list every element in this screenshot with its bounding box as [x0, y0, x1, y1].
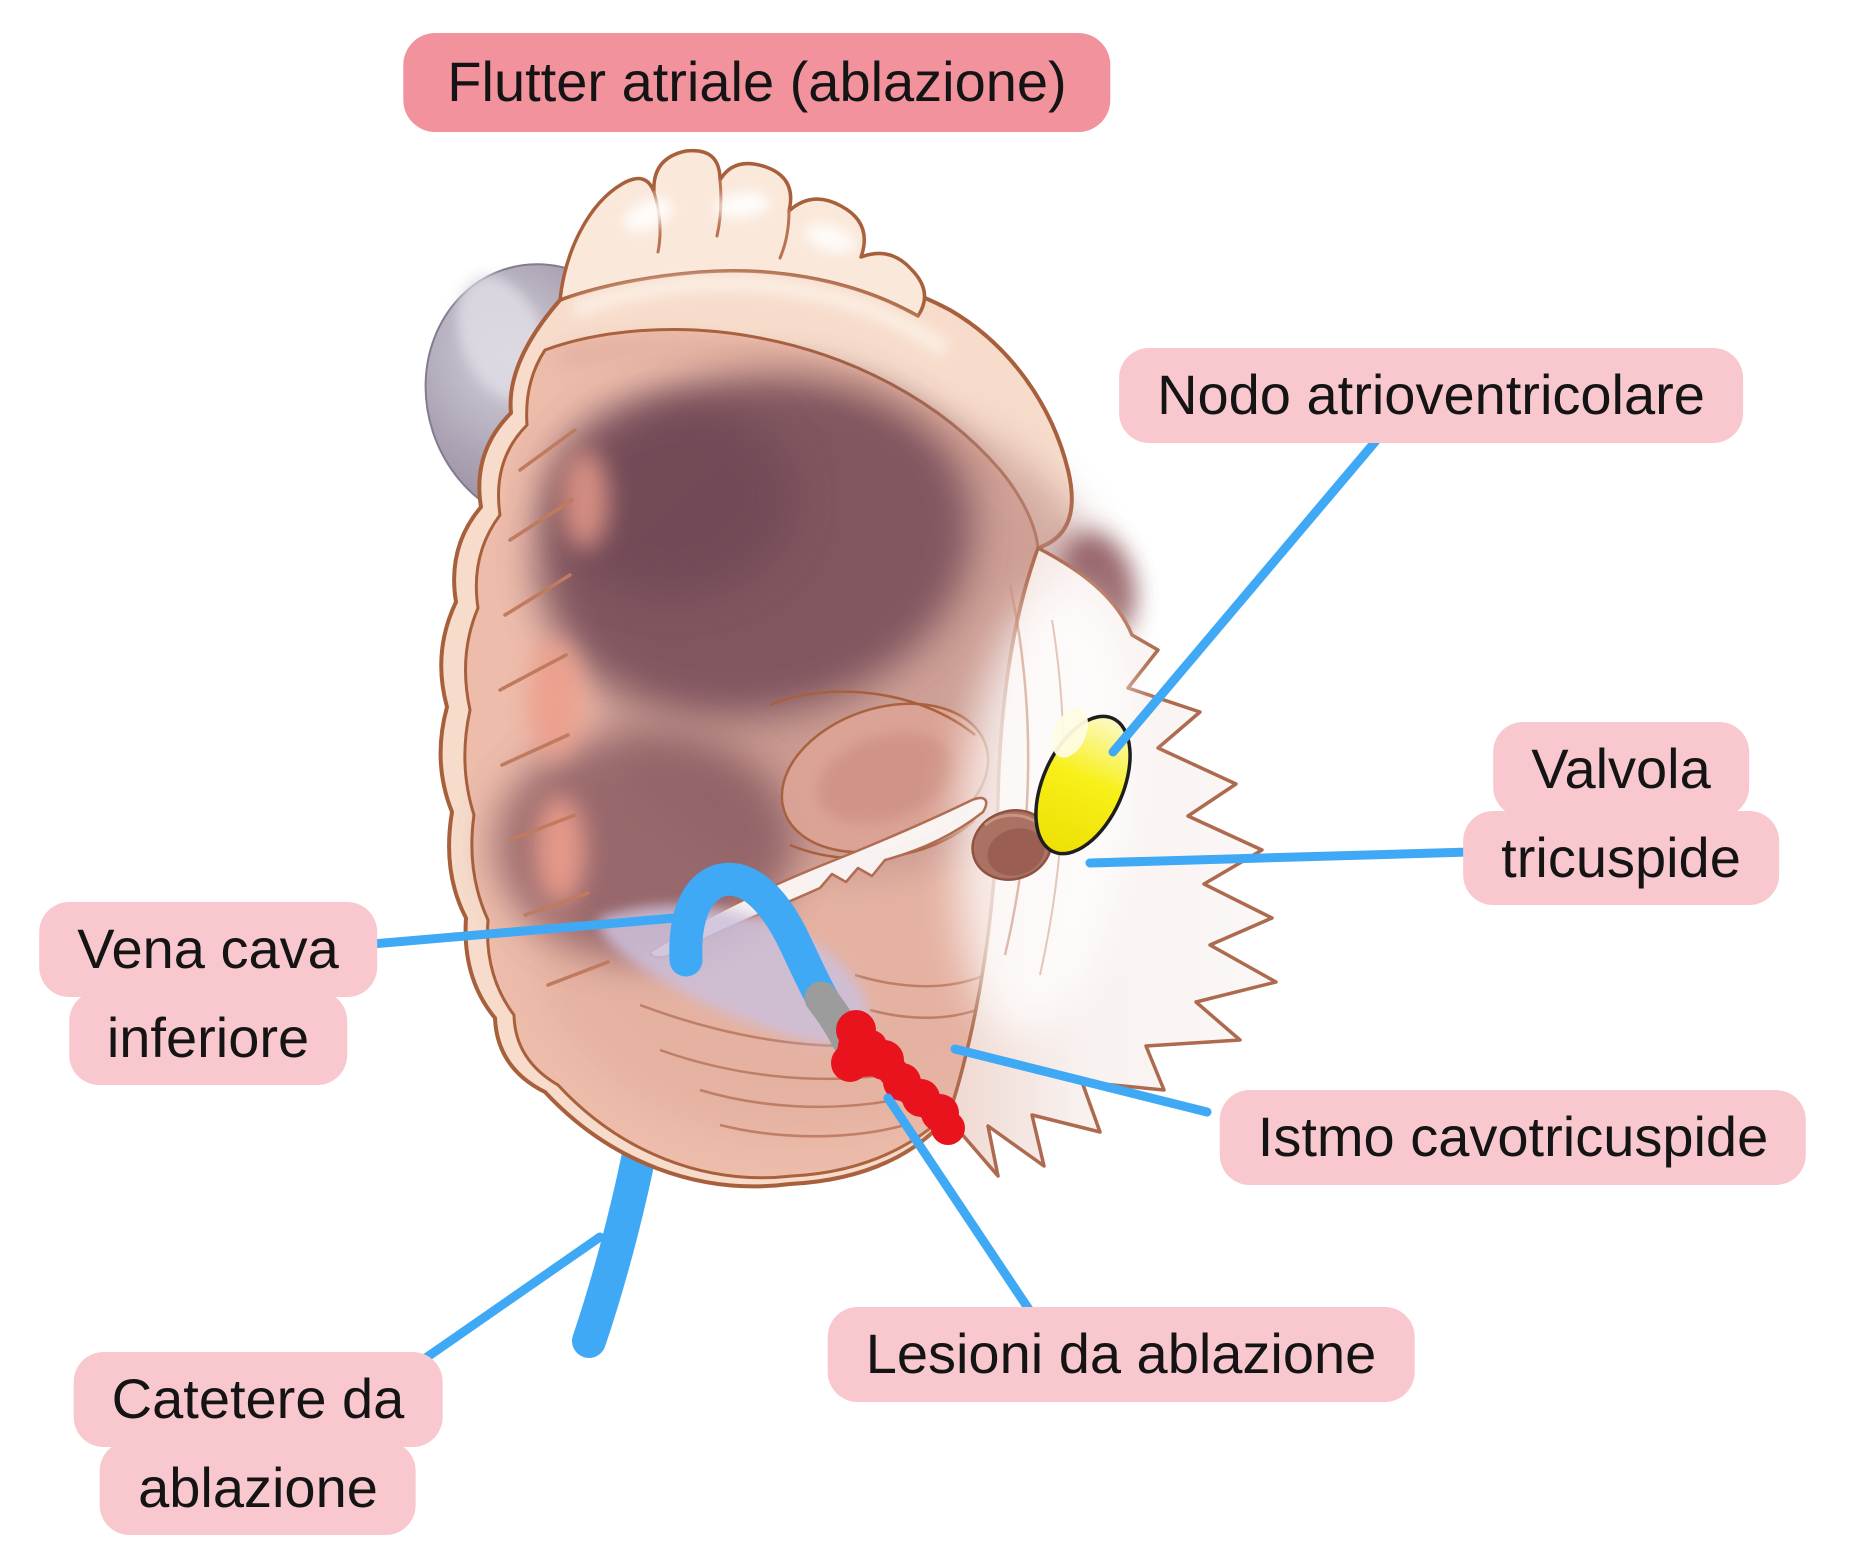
- label-tricuspid-valve-line2: tricuspide: [1463, 810, 1779, 906]
- label-tricuspid-valve: Valvola tricuspide: [1463, 722, 1779, 906]
- label-av-node: Nodo atrioventricolare: [1119, 348, 1743, 443]
- leader-lesions: [883, 1093, 1041, 1325]
- pectinate-muscles: [498, 428, 610, 987]
- label-av-node-text: Nodo atrioventricolare: [1119, 348, 1743, 443]
- page-title: Flutter atriale (ablazione): [403, 33, 1111, 132]
- label-vena-cava-inferiore: Vena cava inferiore: [39, 902, 377, 1086]
- label-ablation-catheter: Catetere da ablazione: [73, 1352, 443, 1536]
- atrial-appendage: [558, 148, 950, 357]
- label-ablation-catheter-line1: Catetere da: [73, 1352, 443, 1447]
- av-node: [1034, 708, 1132, 856]
- leader-lines: [367, 431, 1475, 1367]
- label-tricuspid-valve-line1: Valvola: [1493, 722, 1749, 817]
- coronary-sinus-ostium: [971, 809, 1053, 881]
- page-title-text: Flutter atriale (ablazione): [403, 33, 1111, 132]
- label-vena-cava-line2: inferiore: [68, 990, 348, 1086]
- leader-tricuspid-valve: [1085, 847, 1475, 868]
- leader-isthmus: [950, 1044, 1212, 1117]
- leader-vena-cava: [367, 913, 680, 949]
- label-ablation-catheter-line2: ablazione: [100, 1440, 416, 1536]
- leader-catheter: [415, 1232, 605, 1367]
- label-cavotricuspid-isthmus: Istmo cavotricuspide: [1219, 1090, 1807, 1185]
- ablation-lesions: [831, 1010, 965, 1145]
- leader-av-node: [1108, 431, 1385, 757]
- label-ablation-lesions-text: Lesioni da ablazione: [827, 1307, 1415, 1402]
- label-cavotricuspid-isthmus-text: Istmo cavotricuspide: [1219, 1090, 1807, 1185]
- ablation-catheter-hook: [669, 862, 840, 1017]
- label-ablation-lesions: Lesioni da ablazione: [827, 1307, 1415, 1402]
- label-vena-cava-line1: Vena cava: [39, 902, 377, 997]
